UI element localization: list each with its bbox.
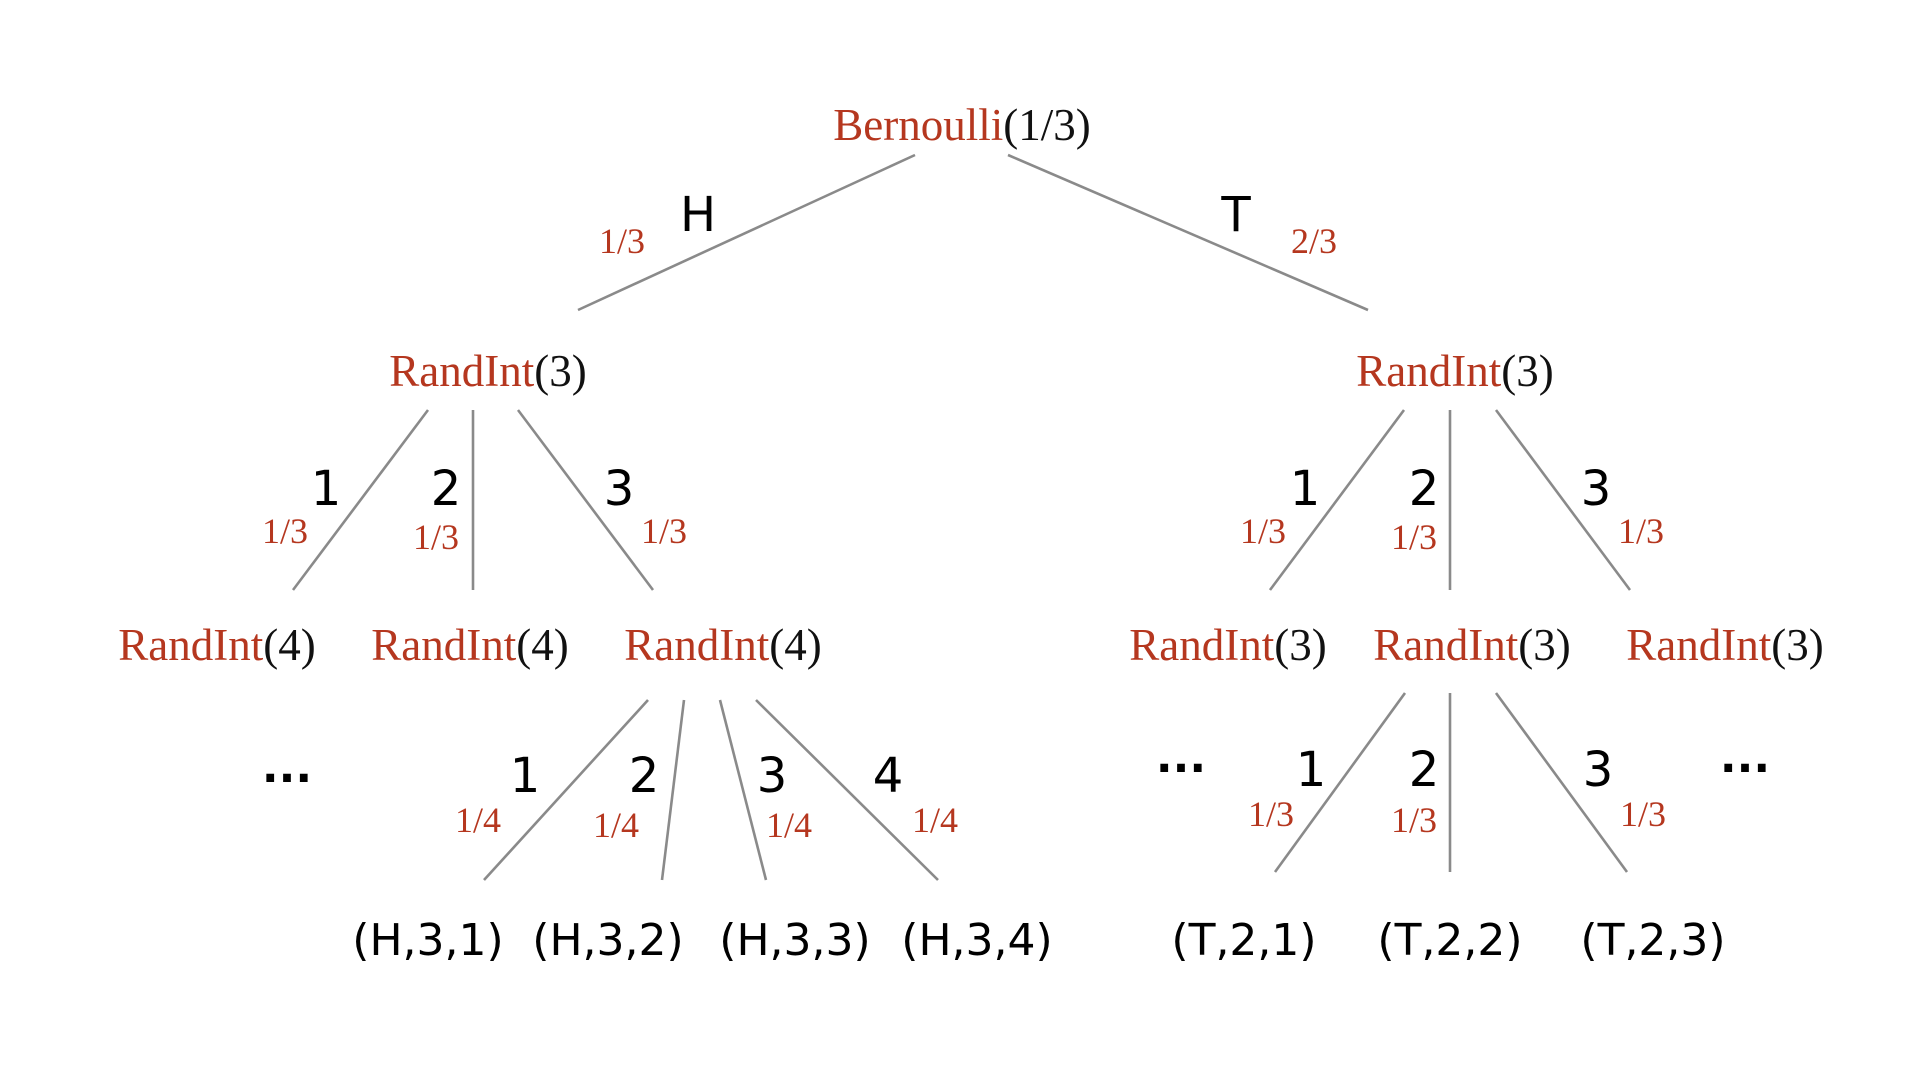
root-node-argument: (1/3) [1003,100,1090,150]
node-t3-function: RandInt [1626,620,1771,670]
leaf-t-2-3: (T,2,3) [1580,915,1725,966]
leaf-t-2-2: (T,2,2) [1377,915,1522,966]
edge-label-right-1: 1 [1290,461,1321,517]
edge-right-1 [1268,409,1406,591]
leaf-label-h3-4: 4 [873,748,904,804]
node-h1-argument: (4) [263,620,315,670]
node-h1-function: RandInt [118,620,263,670]
node-h3-randint: RandInt(4) [624,620,821,670]
edge-leaf-t2-3 [1494,692,1629,873]
edge-prob-left-3: 1/3 [641,511,687,551]
edge-label-left-3: 3 [604,461,635,517]
leaf-prob-t2-1: 1/3 [1248,794,1294,834]
leaf-h-3-2: (H,3,2) [532,915,683,966]
node-heads-randint: RandInt(3) [389,346,586,396]
node-heads-function: RandInt [389,346,534,396]
leaf-label-t2-2: 2 [1409,742,1440,798]
leaf-h-3-4: (H,3,4) [901,915,1052,966]
edge-left-3 [516,409,655,591]
leaf-prob-t2-2: 1/3 [1391,800,1437,840]
edge-leaf-h3-3 [718,699,768,881]
edge-prob-h: 1/3 [599,221,645,261]
leaf-label-h3-3: 3 [757,748,788,804]
node-t3-argument: (3) [1771,620,1823,670]
node-t1-randint: RandInt(3) [1129,620,1326,670]
edge-prob-right-1: 1/3 [1240,511,1286,551]
leaf-prob-h3-3: 1/4 [766,805,812,845]
node-t1-function: RandInt [1129,620,1274,670]
root-node: Bernoulli(1/3) [833,100,1090,150]
leaf-prob-h3-1: 1/4 [455,800,501,840]
edge-left-1 [291,409,430,591]
leaf-h-3-1: (H,3,1) [352,915,503,966]
node-tails-argument: (3) [1501,346,1553,396]
leaf-t-2-1: (T,2,1) [1171,915,1316,966]
node-h2-argument: (4) [516,620,568,670]
leaf-label-t2-3: 3 [1583,742,1614,798]
node-t2-function: RandInt [1373,620,1518,670]
leaf-label-h3-1: 1 [510,748,541,804]
leaf-prob-h3-4: 1/4 [912,800,958,840]
ellipsis-middle: ... [1156,732,1206,783]
edge-prob-right-2: 1/3 [1391,517,1437,557]
node-t3-randint: RandInt(3) [1626,620,1823,670]
node-h3-function: RandInt [624,620,769,670]
leaf-h-3-3: (H,3,3) [719,915,870,966]
root-node-function: Bernoulli [833,100,1003,150]
edge-label-right-2: 2 [1409,461,1440,517]
edge-leaf-t2-1 [1273,692,1407,873]
node-h2-function: RandInt [371,620,516,670]
edge-leaf-h3-4 [755,699,939,881]
edge-prob-left-2: 1/3 [413,517,459,557]
node-t2-argument: (3) [1518,620,1570,670]
edge-right-3 [1494,409,1632,591]
leaf-prob-t2-3: 1/3 [1620,794,1666,834]
node-h3-argument: (4) [769,620,821,670]
edge-label-right-3: 3 [1581,461,1612,517]
edge-label-left-2: 2 [431,461,462,517]
ellipsis-left: ... [262,742,312,793]
edge-label-h: H [680,187,716,243]
edge-root-t [1007,153,1369,312]
ellipsis-right: ... [1720,732,1770,783]
node-h2-randint: RandInt(4) [371,620,568,670]
edge-root-h [577,153,916,312]
edge-leaf-h3-2 [660,699,686,881]
leaf-label-h3-2: 2 [629,748,660,804]
node-tails-randint: RandInt(3) [1356,346,1553,396]
leaf-prob-h3-2: 1/4 [593,805,639,845]
node-t1-argument: (3) [1274,620,1326,670]
edge-leaf-h3-1 [483,699,649,881]
edge-prob-left-1: 1/3 [262,511,308,551]
node-t2-randint: RandInt(3) [1373,620,1570,670]
edge-label-t: T [1220,187,1251,243]
leaf-label-t2-1: 1 [1296,742,1327,798]
node-tails-function: RandInt [1356,346,1501,396]
node-h1-randint: RandInt(4) [118,620,315,670]
edge-label-left-1: 1 [311,461,342,517]
node-heads-argument: (3) [534,346,586,396]
edge-prob-right-3: 1/3 [1618,511,1664,551]
edge-prob-t: 2/3 [1291,221,1337,261]
